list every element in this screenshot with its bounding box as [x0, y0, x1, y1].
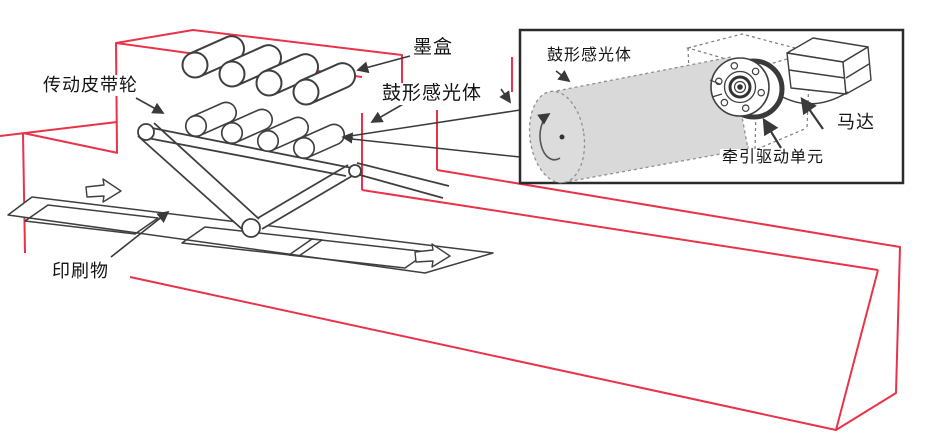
printed-sheet	[24, 204, 159, 235]
inset-box	[518, 28, 905, 185]
motor	[778, 37, 872, 105]
drum-rotation-arrow	[537, 112, 561, 161]
shaft-center	[737, 84, 743, 90]
paper-direction-arrow	[85, 178, 122, 203]
label-motor: 马达	[835, 112, 877, 133]
leader-arrows	[110, 55, 512, 258]
label-drive-belt-pulley: 传动皮带轮	[41, 75, 140, 96]
bottom-transfer-roller	[241, 218, 261, 238]
leader-drive-belt-pulley	[135, 97, 165, 114]
leader-traction-drive	[762, 117, 782, 149]
label-printed-matter: 印刷物	[50, 261, 111, 282]
housing-left-wall	[0, 121, 119, 254]
label-traction-drive-unit: 牵引驱动单元	[720, 149, 827, 168]
drum-axis-dot	[559, 134, 565, 140]
leader-inset-drum	[555, 70, 571, 83]
leader-drum-photoreceptor	[370, 102, 406, 123]
belt-right-run	[258, 165, 352, 229]
leader-ink-cartridge	[356, 55, 411, 74]
label-drum-photoreceptor: 鼓形感光体	[380, 83, 485, 105]
flange-bolts	[714, 62, 766, 113]
belt-top-run	[142, 128, 352, 176]
leader-motor	[800, 96, 824, 130]
leader-drum-to-inset	[499, 88, 512, 104]
traction-drive-unit	[709, 57, 785, 120]
housing-right-wall-edges	[361, 57, 513, 190]
callout-wedge	[341, 109, 521, 158]
drive-belt-pulley	[137, 123, 155, 141]
label-ink-cartridge: 墨盒	[411, 37, 456, 59]
inset-drum	[528, 56, 749, 184]
belt-fold-roller	[348, 164, 362, 178]
leader-printed-matter	[110, 210, 170, 258]
label-inset-drum-photoreceptor: 鼓形感光体	[545, 47, 635, 66]
belt-extension-lines	[356, 162, 450, 199]
printed-sheet	[288, 238, 429, 269]
transfer-belt	[137, 122, 450, 231]
belt-left-run	[138, 123, 259, 230]
inset-leaders	[555, 70, 824, 149]
housing-long-box-front	[361, 189, 879, 431]
housing-outline	[0, 29, 901, 431]
housing-long-box	[129, 169, 901, 431]
